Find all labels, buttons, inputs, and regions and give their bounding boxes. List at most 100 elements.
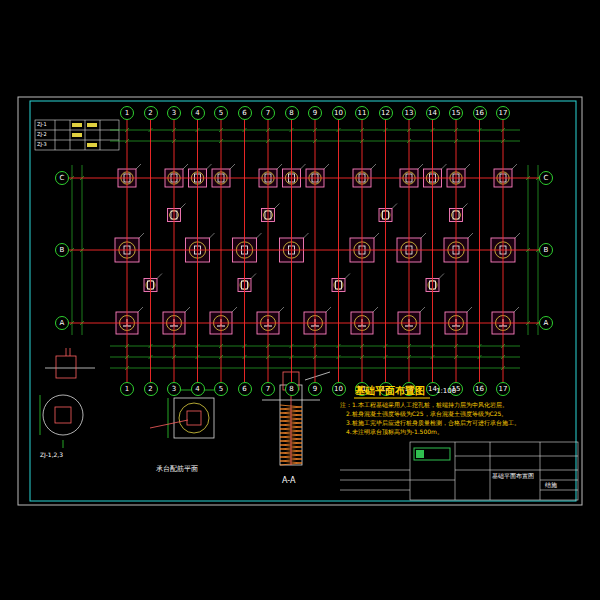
axis-number: 1	[125, 386, 129, 393]
axis-bubble: 16	[473, 106, 487, 120]
axis-bubble: 10	[332, 382, 346, 396]
axis-line	[315, 120, 316, 382]
table-cell: ZJ-3	[37, 142, 47, 148]
axis-line	[362, 120, 363, 382]
axis-number: C	[60, 175, 65, 182]
axis-line	[244, 120, 245, 382]
axis-number: B	[60, 247, 65, 254]
axis-line	[150, 120, 151, 382]
axis-number: 7	[266, 110, 270, 117]
axis-bubble: 10	[332, 106, 346, 120]
axis-number: A	[60, 320, 65, 327]
axis-number: 8	[289, 110, 293, 117]
axis-bubble: 4	[191, 106, 205, 120]
axis-bubble: A	[539, 316, 553, 330]
axis-number: 6	[242, 386, 246, 393]
axis-line	[503, 120, 504, 382]
axis-bubble: 9	[308, 106, 322, 120]
axis-number: C	[544, 175, 549, 182]
axis-line	[479, 120, 480, 382]
axis-bubble: 3	[167, 382, 181, 396]
axis-line	[127, 120, 128, 382]
drawing-title: 基础平面布置图	[355, 385, 425, 397]
axis-number: B	[544, 247, 549, 254]
axis-number: 10	[334, 386, 343, 393]
axis-bubble: 6	[238, 382, 252, 396]
axis-bubble: 13	[402, 106, 416, 120]
axis-bubble: A	[55, 316, 69, 330]
axis-line	[69, 178, 539, 179]
axis-bubble: 4	[191, 382, 205, 396]
axis-number: 8	[289, 386, 293, 393]
axis-number: 2	[148, 386, 152, 393]
table-cell: ZJ-2	[37, 132, 47, 138]
axis-bubble: 11	[355, 106, 369, 120]
axis-bubble: B	[539, 243, 553, 257]
axis-bubble: 2	[144, 106, 158, 120]
axis-line	[69, 250, 539, 251]
axis-bubble: 15	[449, 106, 463, 120]
axis-number: 16	[475, 110, 484, 117]
axis-bubble: 12	[379, 106, 393, 120]
axis-number: 17	[499, 110, 508, 117]
axis-bubble: 3	[167, 106, 181, 120]
axis-bubble: 7	[261, 382, 275, 396]
axis-line	[456, 120, 457, 382]
note-line: 3.桩施工完毕后应进行桩身质量检测，合格后方可进行承台施工。	[346, 420, 520, 427]
axis-number: 4	[195, 386, 199, 393]
axis-bubble: C	[539, 171, 553, 185]
axis-number: 1	[125, 110, 129, 117]
axis-number: 7	[266, 386, 270, 393]
note-line: 2.桩身混凝土强度等级为C25，承台混凝土强度等级为C25。	[346, 411, 507, 418]
note-line: 4.未注明承台顶标高均为-1.500m。	[346, 429, 443, 436]
axis-bubble: C	[55, 171, 69, 185]
axis-line	[69, 323, 539, 324]
axis-number: 9	[313, 110, 317, 117]
axis-line	[197, 120, 198, 382]
axis-number: 13	[405, 110, 414, 117]
axis-number: A	[544, 320, 549, 327]
axis-bubble: 9	[308, 382, 322, 396]
axis-number: 14	[428, 110, 437, 117]
axis-bubble: 17	[496, 106, 510, 120]
axis-line	[338, 120, 339, 382]
axis-line	[432, 120, 433, 382]
title-block-cell: 结施	[545, 482, 557, 489]
detail-caption: 承台配筋平面	[156, 465, 198, 473]
axis-line	[385, 120, 386, 382]
axis-bubble: 7	[261, 106, 275, 120]
axis-number: 11	[358, 110, 367, 117]
axis-bubble: 14	[426, 106, 440, 120]
axis-line	[268, 120, 269, 382]
axis-number: 4	[195, 110, 199, 117]
axis-number: 12	[381, 110, 390, 117]
note-line: 注：1.本工程基础采用人工挖孔桩，桩端持力层为中风化岩层。	[340, 402, 508, 409]
axis-bubble: 1	[120, 106, 134, 120]
axis-bubble: 8	[285, 382, 299, 396]
axis-number: 10	[334, 110, 343, 117]
axis-bubble: 8	[285, 106, 299, 120]
axis-line	[291, 120, 292, 382]
axis-bubble: 16	[473, 382, 487, 396]
axis-bubble: B	[55, 243, 69, 257]
axis-bubble: 17	[496, 382, 510, 396]
axis-number: 16	[475, 386, 484, 393]
axis-line	[174, 120, 175, 382]
axis-number: 3	[172, 110, 176, 117]
axis-line	[409, 120, 410, 382]
axis-number: 9	[313, 386, 317, 393]
axis-number: 5	[219, 386, 223, 393]
axis-bubble: 6	[238, 106, 252, 120]
scale-label: 1:100	[436, 387, 456, 395]
axis-bubble: 2	[144, 382, 158, 396]
detail-caption: ZJ-1,2,3	[40, 452, 63, 459]
axis-bubble: 5	[214, 382, 228, 396]
title-block-cell: 基础平面布置图	[492, 473, 534, 480]
axis-bubble: 5	[214, 106, 228, 120]
axis-bubble: 1	[120, 382, 134, 396]
axis-number: 3	[172, 386, 176, 393]
axis-number: 17	[499, 386, 508, 393]
axis-line	[221, 120, 222, 382]
